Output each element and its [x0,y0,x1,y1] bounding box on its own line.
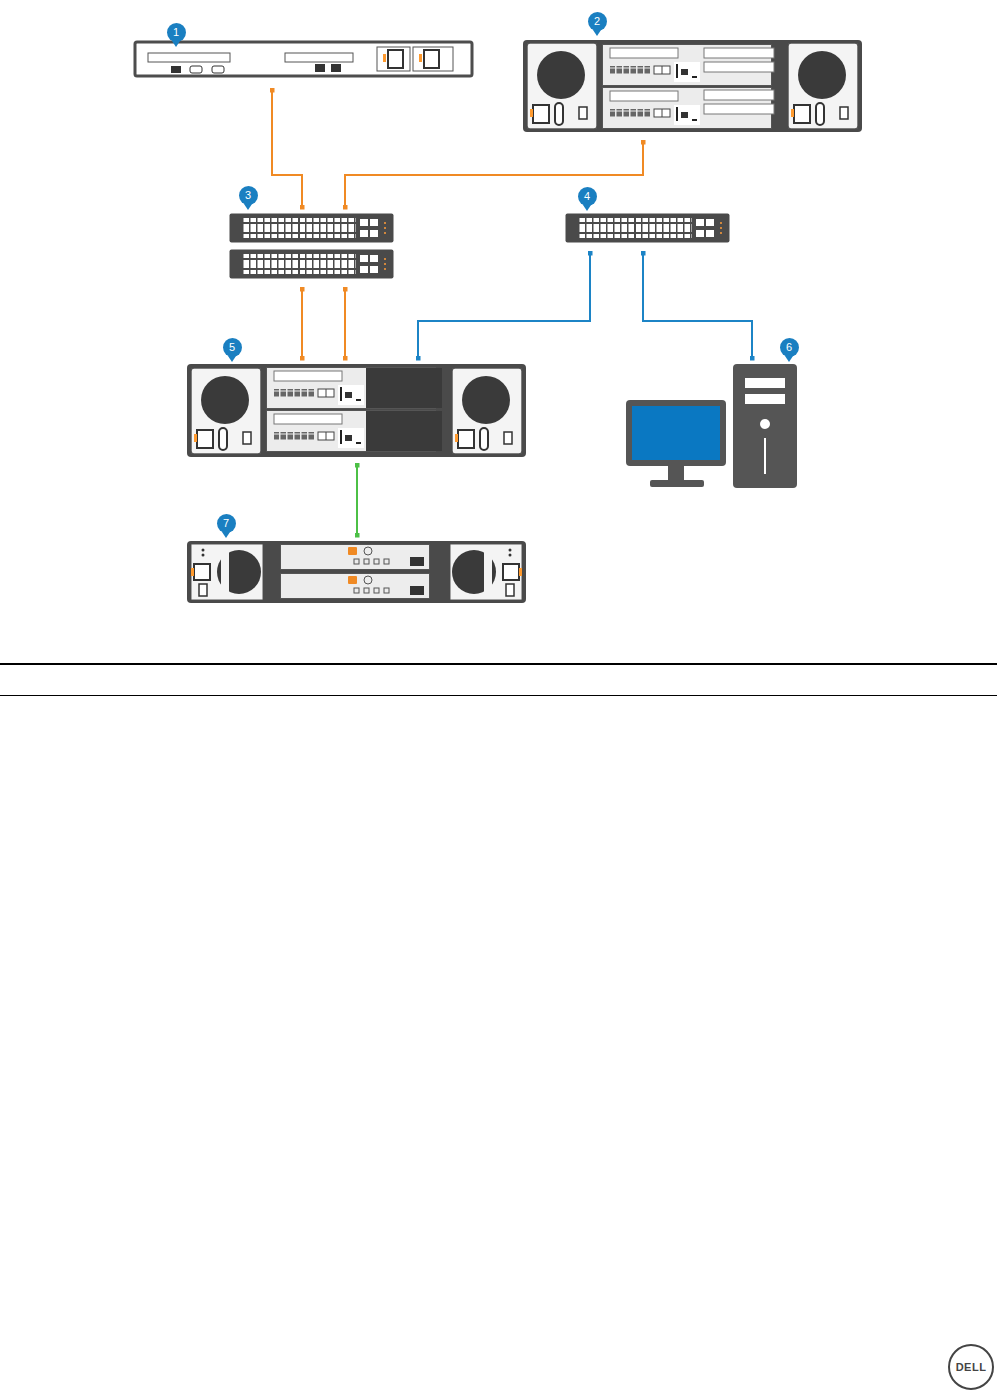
network-cable [643,253,752,358]
rack-server [135,42,472,76]
network-cable [344,289,346,358]
device-node: 5 [187,364,526,457]
table-rule [0,695,997,696]
network-cable [345,142,643,207]
callout-number: 3 [239,186,258,205]
device-node: 1 [135,42,472,76]
network-cable [301,289,303,358]
network-switch-pair [230,214,394,279]
network-switch [566,214,730,243]
device-node: 7 [187,541,526,603]
callout-number: 1 [167,23,186,42]
device-node: 3 [229,213,394,279]
callout-number: 6 [780,338,799,357]
table-rule [0,663,997,665]
network-cable [418,253,590,358]
storage-chassis [523,40,862,132]
network-cable [356,465,358,535]
brand-logo: DELL [956,1361,987,1373]
network-cable [272,90,302,207]
expansion-enclosure [187,541,526,603]
callout-number: 4 [578,187,597,206]
logo-ring [949,1345,993,1389]
storage-chassis [187,364,526,457]
callout-number: 5 [223,338,242,357]
callout-number: 2 [588,12,607,31]
device-node: 4 [565,213,730,243]
device-node: 6 [626,364,797,488]
workstation [626,364,797,488]
device-node: 2 [523,40,862,132]
callout-number: 7 [217,514,236,533]
